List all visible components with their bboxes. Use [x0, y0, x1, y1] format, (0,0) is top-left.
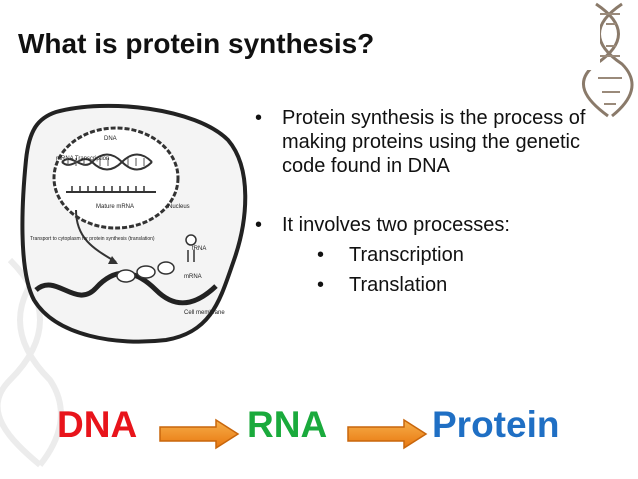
flow-step-rna: RNA: [247, 404, 328, 445]
flow-step-dna: DNA: [57, 404, 138, 445]
figure-label-mrna-transcription: mRNA Transcription: [56, 156, 109, 162]
flow-step-protein: Protein: [432, 404, 560, 445]
bullet-item: • Protein synthesis is the process of ma…: [255, 106, 625, 178]
bullet-text: It involves two processes:: [282, 214, 510, 236]
bullet-dot: •: [255, 107, 263, 129]
sub-bullet-text: Transcription: [349, 244, 464, 266]
bullet-list: • Protein synthesis is the process of ma…: [255, 106, 625, 297]
protein-synthesis-diagram: DNA mRNA Transcription Mature mRNA Nucle…: [20, 103, 248, 344]
figure-label-cell-membrane: Cell membrane: [184, 310, 225, 316]
bullet-item: • It involves two processes:: [255, 213, 625, 237]
figure-label-transport: Transport to cytoplasm for protein synth…: [30, 236, 155, 242]
figure-label-nucleus: Nucleus: [168, 204, 190, 210]
nucleus-shape: [52, 126, 180, 230]
figure-label-trna: tRNA: [192, 246, 206, 252]
central-dogma-flow: DNA RNA Protein: [0, 404, 638, 460]
arrow-right-icon: [159, 418, 240, 450]
figure-label-mature-mrna: Mature mRNA: [96, 204, 134, 210]
figure-label-mrna: mRNA: [184, 274, 202, 280]
slide-title: What is protein synthesis?: [18, 28, 375, 59]
bullet-dot: •: [255, 214, 263, 236]
bullet-dot: •: [317, 244, 325, 266]
sub-bullet-item: • Translation: [317, 273, 625, 297]
sub-bullet-text: Translation: [349, 274, 448, 296]
bullet-text: Protein synthesis is the process of maki…: [282, 107, 586, 177]
title-bar: [0, 24, 600, 70]
figure-label-dna: DNA: [104, 136, 117, 142]
arrow-right-icon: [347, 418, 428, 450]
sub-bullet-item: • Transcription: [317, 243, 625, 267]
bullet-dot: •: [317, 274, 325, 296]
